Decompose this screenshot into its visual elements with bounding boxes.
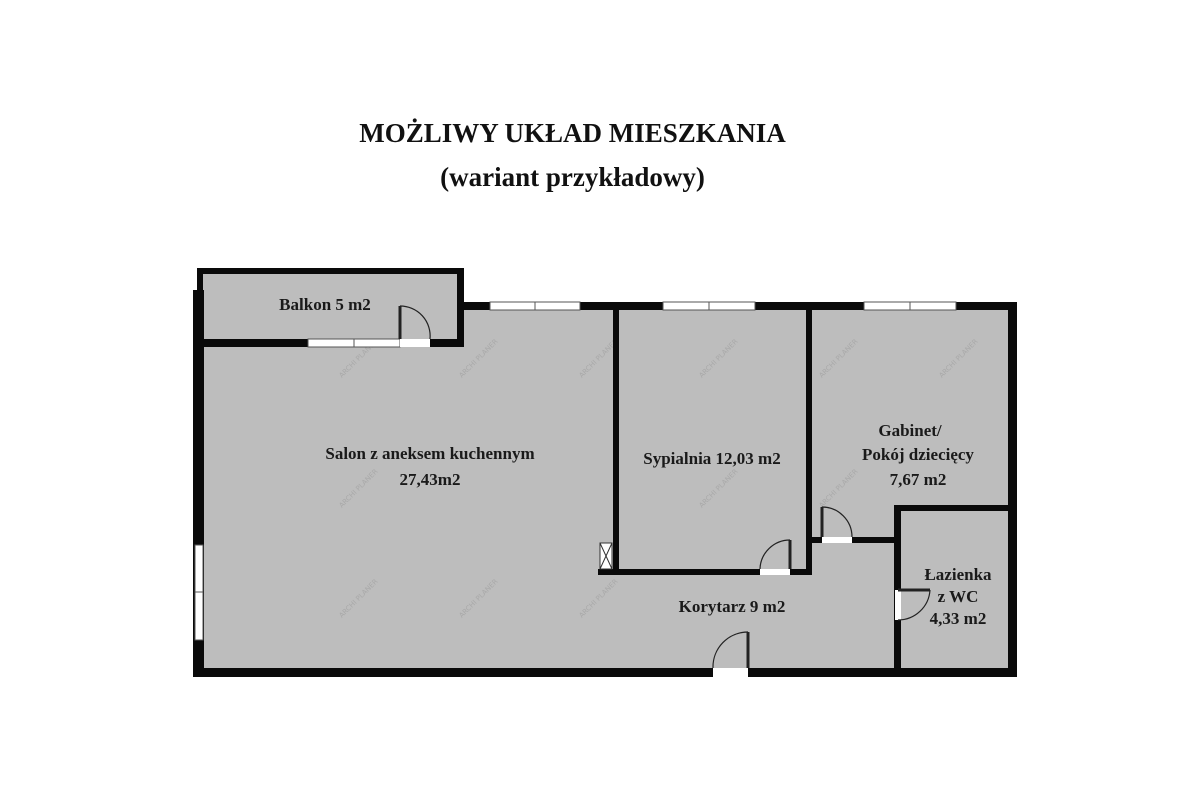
balcony-floor xyxy=(200,272,462,344)
room-label-gabinet: Gabinet/ xyxy=(878,421,942,440)
room-area-lazienka: 4,33 m2 xyxy=(930,609,987,628)
room-label-sypialnia: Sypialnia 12,03 m2 xyxy=(643,449,780,468)
plan-title: MOŻLIWY UKŁAD MIESZKANIA xyxy=(359,118,786,148)
room-label-balkon: Balkon 5 m2 xyxy=(279,295,371,314)
ventilation-shaft xyxy=(599,542,613,570)
doors xyxy=(398,305,931,677)
room-label-korytarz: Korytarz 9 m2 xyxy=(679,597,786,616)
room-area-salon: 27,43m2 xyxy=(400,470,461,489)
room-label-gabinet-2: Pokój dziecięcy xyxy=(862,445,974,464)
room-label-salon: Salon z aneksem kuchennym xyxy=(325,444,534,463)
room-area-gabinet: 7,67 m2 xyxy=(890,470,947,489)
room-label-lazienka-2: z WC xyxy=(938,587,979,606)
room-label-lazienka: Łazienka xyxy=(924,565,992,584)
plan-subtitle: (wariant przykładowy) xyxy=(440,162,705,192)
